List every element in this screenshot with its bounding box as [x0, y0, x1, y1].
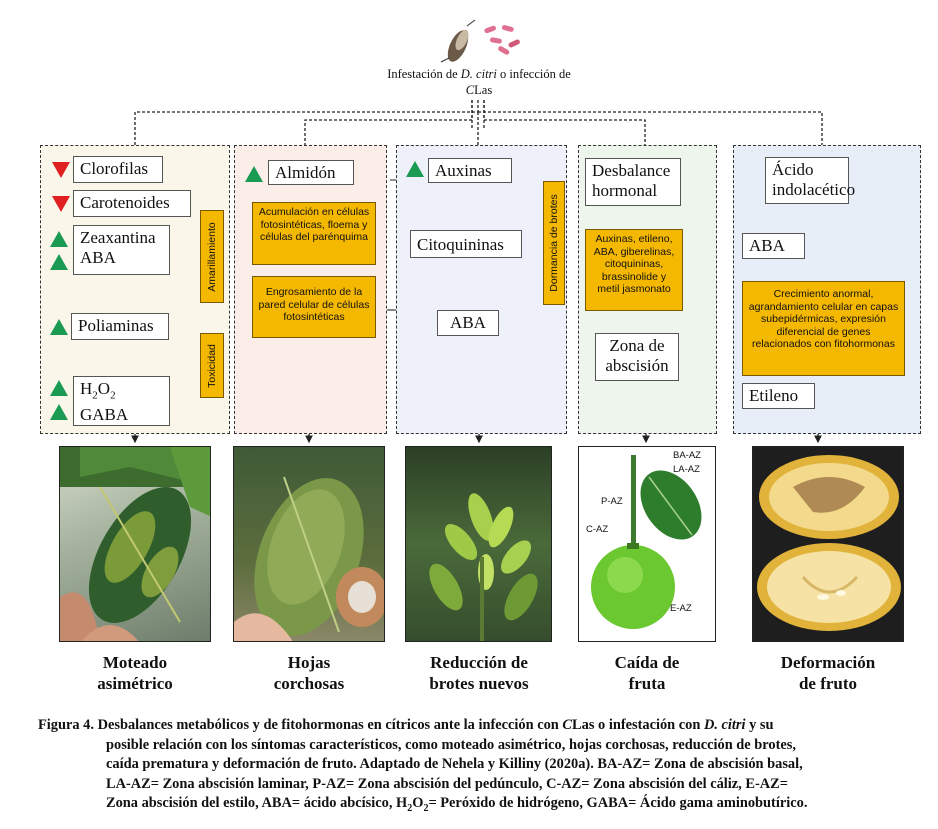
decrease-icon: [52, 196, 70, 212]
crecimiento-box: Crecimiento anormal, agrandamiento celul…: [742, 281, 905, 376]
bacteria-icon: [480, 24, 526, 56]
amarillamiento-tag: Amarillamiento: [200, 210, 224, 303]
aba-box-2: ABA: [742, 233, 805, 259]
hormonas-list-box: Auxinas, etileno, ABA, giberelinas, cito…: [585, 229, 683, 311]
clorofilas-box: Clorofilas: [73, 156, 163, 183]
increase-icon: [50, 231, 68, 247]
etileno-box: Etileno: [742, 383, 815, 409]
label-c-az: C-AZ: [586, 524, 609, 535]
dormancia-tag: Dormancia de brotes: [543, 181, 565, 305]
label-la-az: LA-AZ: [673, 464, 700, 475]
photo-fruit-drop: [578, 446, 716, 642]
increase-icon: [50, 319, 68, 335]
photo-leaf-mottle: [59, 446, 211, 642]
zona-abscision-box: Zona de abscisión: [595, 333, 679, 381]
auxinas-box: Auxinas: [428, 158, 512, 183]
aba-label: ABA: [80, 248, 116, 267]
increase-icon: [50, 404, 68, 420]
desbalance-box: Desbalance hormonal: [585, 158, 681, 206]
h2o2-label: H2O2: [80, 379, 116, 402]
photo-fruit-deformation: [752, 446, 904, 642]
label-ba-az: BA-AZ: [673, 450, 701, 461]
acumulacion-box: Acumulación en células fotosintéticas, f…: [252, 202, 376, 265]
figure-caption: Figura 4. Desbalances metabólicos y de f…: [38, 717, 808, 814]
gaba-label: GABA: [80, 405, 129, 425]
label-p-az: P-AZ: [601, 496, 623, 507]
increase-icon: [50, 254, 68, 270]
photo-new-shoots: [405, 446, 552, 642]
aba-box: ABA: [437, 310, 499, 336]
toxicidad-tag: Toxicidad: [200, 333, 224, 398]
increase-icon: [50, 380, 68, 396]
citoquininas-box: Citoquininas: [410, 230, 522, 258]
panel-hormonas-brotes: [396, 145, 567, 434]
label-e-az: E-AZ: [670, 603, 692, 614]
h2o2-gaba-box: H2O2 GABA: [73, 376, 170, 426]
acido-box: Ácido indolacético: [765, 157, 855, 204]
increase-icon: [245, 166, 263, 182]
zeaxantina-label: Zeaxantina: [80, 228, 156, 247]
almidon-box: Almidón: [268, 160, 354, 185]
psyllid-icon: [437, 18, 479, 64]
engrosamiento-box: Engrosamiento de la pared celular de cél…: [252, 276, 376, 338]
photo-corky-leaf: [233, 446, 385, 642]
poliaminas-box: Poliaminas: [71, 313, 169, 340]
header-title: Infestación de D. citri o infección de C…: [387, 67, 571, 97]
increase-icon: [406, 161, 424, 177]
carotenoides-box: Carotenoides: [73, 190, 191, 217]
decrease-icon: [52, 162, 70, 178]
zeaxantina-aba-box: Zeaxantina ABA: [73, 225, 170, 275]
